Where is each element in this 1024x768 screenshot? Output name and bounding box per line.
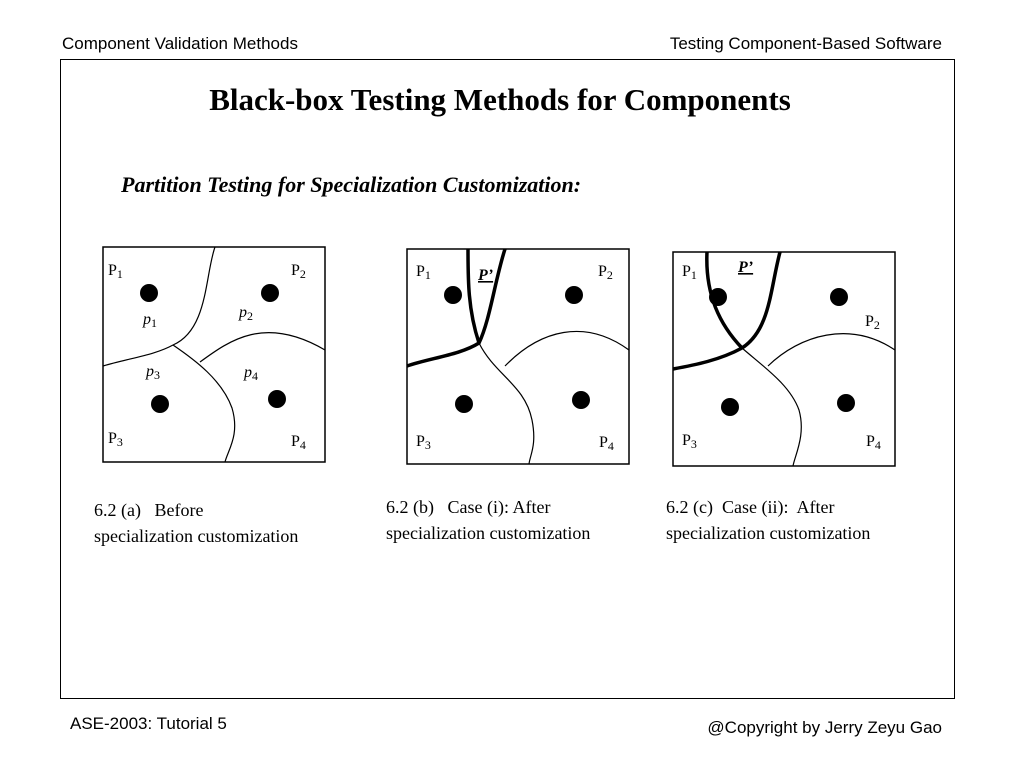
- diagram-a-boundary-3: [199, 332, 326, 363]
- slide-subtitle: Partition Testing for Specialization Cus…: [121, 172, 582, 197]
- diagram-c-region-2: P2: [865, 313, 880, 332]
- diagram-c-new-boundary-1: [705, 251, 744, 350]
- diagram-a-point-2: [261, 284, 279, 302]
- diagram-b-new-partition-label: P’: [477, 267, 493, 284]
- diagram-c-region-3: P3: [682, 432, 697, 451]
- diagram-c: P1 P2 P3 P4 P’: [672, 251, 896, 467]
- diagram-b-boundary-1: [478, 342, 535, 465]
- diagram-b-new-boundary-2: [406, 248, 507, 368]
- diagram-b: P1 P2 P3 P4 P’: [406, 248, 630, 465]
- caption-a-line-1: 6.2 (a) Before: [94, 500, 204, 520]
- diagram-a-boundary-2: [172, 344, 236, 463]
- diagram-b-new-boundary-1: [466, 248, 481, 344]
- caption-c-line-1: 6.2 (c) Case (ii): After: [666, 497, 835, 517]
- diagram-a-region-3: P3: [108, 430, 123, 449]
- diagram-b-region-1: P1: [416, 263, 431, 282]
- diagram-b-point-3: [455, 395, 473, 413]
- footer-right: @Copyright by Jerry Zeyu Gao: [707, 718, 942, 737]
- diagram-c-region-1: P1: [682, 263, 697, 282]
- diagram-a-point-1: [140, 284, 158, 302]
- diagram-c-boundary-1: [741, 347, 802, 467]
- slide-title: Black-box Testing Methods for Components: [209, 82, 791, 117]
- header-left: Component Validation Methods: [62, 34, 298, 53]
- diagram-c-point-1: [709, 288, 727, 306]
- diagram-a-region-4: P4: [291, 433, 306, 452]
- diagram-b-boundary-2: [504, 330, 630, 367]
- diagram-b-region-4: P4: [599, 434, 614, 453]
- diagram-c-new-partition-label: P’: [737, 259, 753, 276]
- caption-b-line-2: specialization customization: [386, 523, 591, 543]
- diagram-b-box: [406, 248, 630, 465]
- caption-b: 6.2 (b) Case (i): After specialization c…: [386, 494, 590, 546]
- diagram-a-box: [102, 246, 326, 463]
- slide-frame: [60, 59, 955, 699]
- footer-left: ASE-2003: Tutorial 5: [70, 714, 227, 733]
- diagram-a-boundary-1: [102, 246, 216, 367]
- diagram-a-point-label-4: p4: [243, 364, 258, 383]
- diagram-b-point-2: [565, 286, 583, 304]
- caption-a: 6.2 (a) Before specialization customizat…: [94, 497, 298, 549]
- caption-a-line-2: specialization customization: [94, 526, 299, 546]
- diagram-a-point-3: [151, 395, 169, 413]
- diagram-b-region-3: P3: [416, 433, 431, 452]
- header-right: Testing Component-Based Software: [669, 34, 942, 53]
- diagram-c-box: [672, 251, 896, 467]
- diagram-a-point-label-3: p3: [145, 363, 160, 382]
- diagram-c-point-2: [830, 288, 848, 306]
- diagram-c-boundary-2: [767, 333, 896, 367]
- diagram-b-point-4: [572, 391, 590, 409]
- diagram-a: P1 P2 P3 P4 p1 p2 p3 p4: [102, 246, 326, 463]
- diagram-a-point-label-2: p2: [238, 304, 253, 323]
- diagram-a-point-4: [268, 390, 286, 408]
- diagram-c-point-3: [721, 398, 739, 416]
- diagram-b-point-1: [444, 286, 462, 304]
- diagram-a-point-label-1: p1: [142, 311, 157, 330]
- diagram-b-region-2: P2: [598, 263, 613, 282]
- caption-c: 6.2 (c) Case (ii): After specialization …: [666, 494, 870, 546]
- caption-b-line-1: 6.2 (b) Case (i): After: [386, 497, 551, 517]
- diagram-a-region-1: P1: [108, 262, 123, 281]
- diagram-c-point-4: [837, 394, 855, 412]
- diagram-a-region-2: P2: [291, 262, 306, 281]
- caption-c-line-2: specialization customization: [666, 523, 871, 543]
- diagram-c-region-4: P4: [866, 433, 881, 452]
- diagram-c-new-boundary-2: [672, 251, 782, 371]
